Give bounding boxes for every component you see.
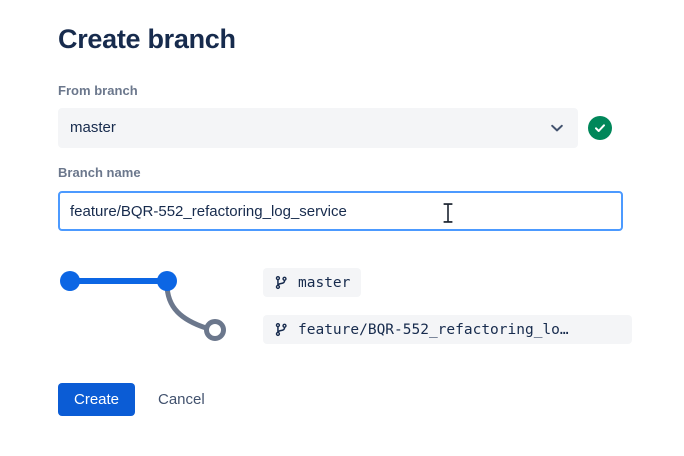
from-branch-value: master	[70, 119, 116, 136]
check-circle-icon	[588, 116, 612, 140]
branch-name-label: Branch name	[58, 165, 141, 180]
page-title: Create branch	[58, 24, 236, 54]
cancel-button[interactable]: Cancel	[152, 383, 211, 416]
from-branch-row: master	[58, 108, 623, 148]
chip-master: master	[263, 268, 362, 297]
chip-feature: feature/BQR-552_refactoring_lo…	[263, 315, 632, 344]
chevron-down-icon[interactable]	[549, 120, 565, 136]
chip-feature-label: feature/BQR-552_refactoring_lo…	[298, 321, 569, 338]
branch-graph	[50, 258, 250, 353]
from-branch-select[interactable]: master	[58, 108, 578, 148]
create-button[interactable]: Create	[58, 383, 136, 416]
branch-name-input[interactable]	[58, 191, 623, 231]
from-branch-label: From branch	[58, 83, 138, 98]
chip-master-label: master	[298, 274, 351, 291]
branch-icon	[274, 275, 289, 290]
branch-icon	[274, 322, 289, 337]
